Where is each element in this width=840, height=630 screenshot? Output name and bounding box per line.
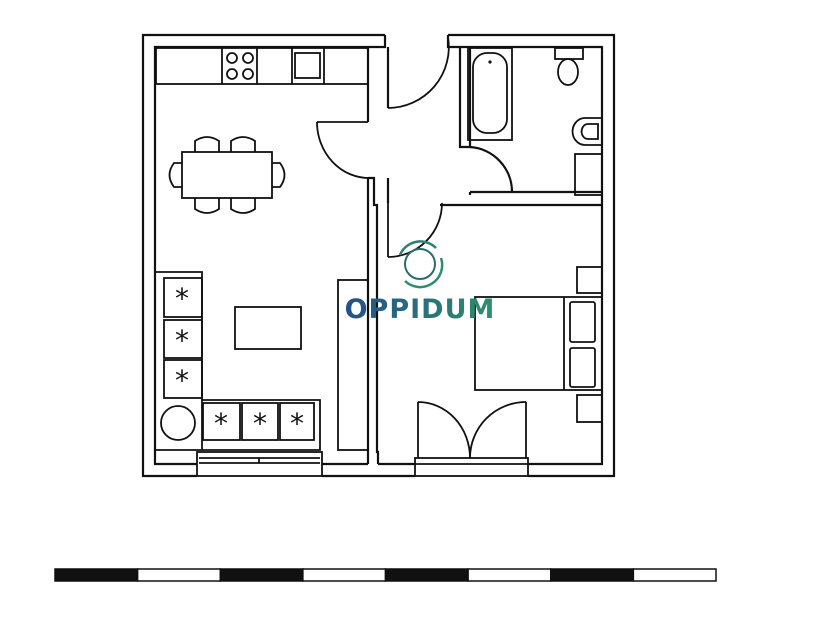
logo-ring-icon: [398, 240, 444, 289]
window-bedroom: [414, 457, 529, 477]
wall-kitchen-hall: [366, 47, 390, 464]
logo-text: OPPIDUM: [345, 294, 496, 325]
dining-table: [168, 136, 286, 214]
wardrobe: [337, 279, 369, 451]
scale-bar-segment: [550, 568, 635, 582]
outer-walls: [141, 33, 616, 478]
coffee-table: [234, 306, 302, 350]
svg-text:*: *: [290, 407, 304, 440]
balcony-door: [417, 401, 527, 459]
svg-text:*: *: [175, 364, 189, 397]
bathroom-sink: [571, 117, 603, 196]
stove-icon: [226, 52, 254, 80]
kitchen-door: [316, 121, 371, 179]
scale-bar-segment: [384, 568, 469, 582]
kitchen-counter: [155, 47, 369, 85]
bathtub: [467, 47, 513, 141]
scale-bar-segment: [467, 568, 552, 582]
scale-bar-segment: [219, 568, 304, 582]
logo: OPPIDUM: [345, 240, 496, 325]
window-living: [196, 451, 323, 477]
corner-sofa: [156, 271, 321, 451]
svg-text:*: *: [214, 407, 228, 440]
svg-text:*: *: [175, 282, 189, 315]
svg-text:*: *: [175, 324, 189, 357]
scale-bar-segment: [136, 568, 221, 582]
scale-bar-segment: [54, 568, 139, 582]
scale-bar-segment: [302, 568, 387, 582]
toilet: [554, 47, 584, 86]
star-icons: * * * * * *: [175, 282, 304, 440]
scale-bar: [54, 568, 717, 582]
kitchen-sink: [294, 52, 321, 79]
svg-text:*: *: [253, 407, 267, 440]
scale-bar-segment: [632, 568, 717, 582]
entry-door: [387, 36, 450, 109]
bathroom-walls: [440, 47, 602, 207]
bed: [474, 266, 603, 423]
